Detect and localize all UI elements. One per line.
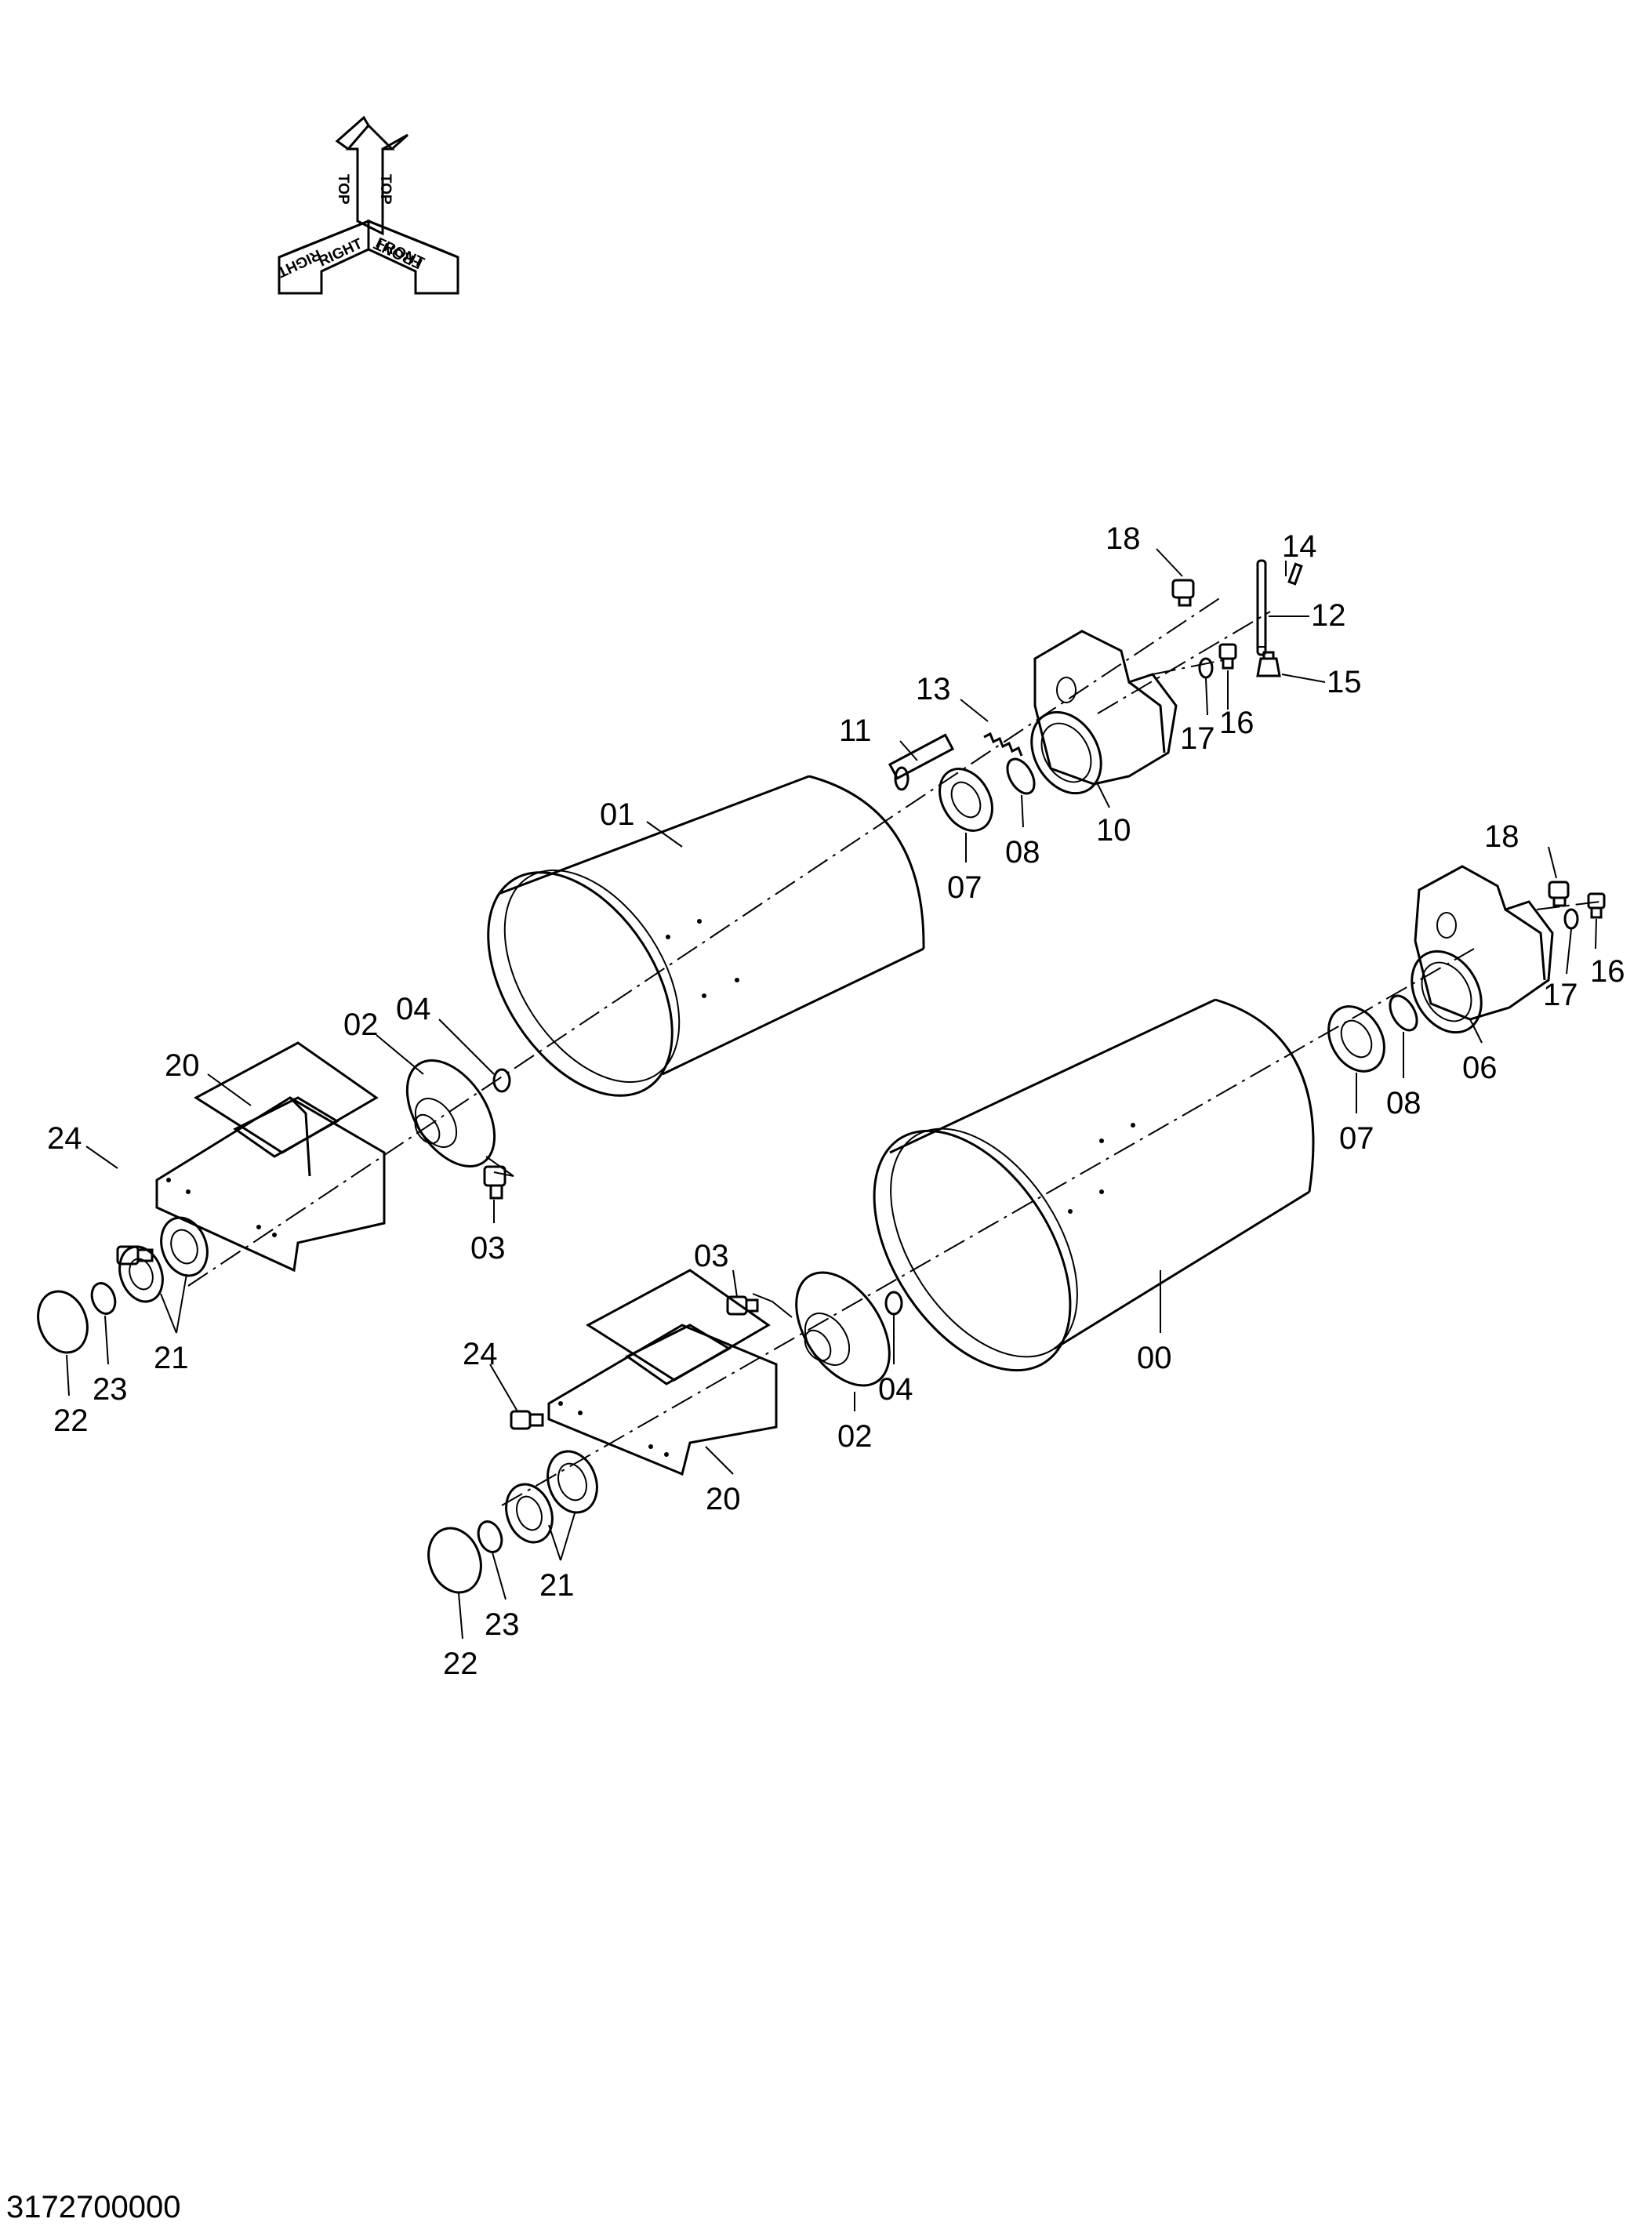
callout-24-lower: 24 <box>463 1337 498 1371</box>
compass-top-label-2: TOP <box>377 174 394 205</box>
bolt-03 <box>483 1156 514 1200</box>
callout-18-lower: 18 <box>1484 819 1519 854</box>
housing-06 <box>1411 865 1554 1034</box>
callout-03-upper: 03 <box>470 1231 506 1266</box>
pin-14 <box>1287 562 1303 586</box>
callout-04-lower: 04 <box>878 1372 913 1407</box>
plug-18-upper <box>1171 579 1195 607</box>
compass-right-label-2: RIGHT <box>274 245 324 280</box>
callout-12: 12 <box>1311 598 1346 633</box>
callout-18-upper: 18 <box>1106 521 1141 556</box>
callout-03-lower: 03 <box>694 1239 729 1273</box>
snap-ring-23 <box>90 1282 117 1315</box>
callout-06: 06 <box>1462 1051 1498 1085</box>
callout-08-upper: 08 <box>1005 835 1040 870</box>
callout-01: 01 <box>600 797 635 832</box>
orientation-compass: TOP TOP RIGHT RIGHT FRONT FRONT <box>274 115 459 295</box>
callout-21-lower: 21 <box>539 1568 575 1603</box>
callout-04-upper: 04 <box>396 992 431 1026</box>
end-cap-02-lower <box>795 1271 891 1387</box>
callout-15: 15 <box>1327 665 1362 699</box>
callout-21-upper: 21 <box>154 1341 189 1375</box>
callout-17-lower: 17 <box>1543 978 1578 1012</box>
callout-08-lower: 08 <box>1386 1086 1421 1120</box>
snap-ring-08-upper <box>1006 757 1036 795</box>
bearing-07-upper <box>939 768 993 832</box>
callout-00: 00 <box>1137 1341 1172 1375</box>
snap-ring-08-lower <box>1389 994 1418 1032</box>
callout-22-upper: 22 <box>53 1404 89 1438</box>
spring-13 <box>983 732 1023 757</box>
callout-07-upper: 07 <box>947 870 982 905</box>
callout-16-lower: 16 <box>1590 954 1625 989</box>
end-cap-02 <box>405 1059 496 1168</box>
housing-10 <box>1030 630 1178 795</box>
washer-17-upper <box>1198 657 1214 679</box>
bracket-20-lower <box>547 1269 778 1476</box>
upper-assembly <box>37 559 1303 1354</box>
bolt-16-upper <box>1218 643 1237 670</box>
compass-right-label: RIGHT <box>316 235 365 270</box>
lower-assembly <box>427 865 1606 1594</box>
pin-12 <box>1256 559 1267 656</box>
callout-11: 11 <box>839 714 872 748</box>
bearings-21-lower <box>505 1450 598 1544</box>
bearing-07-lower <box>1327 1005 1385 1073</box>
callout-07-lower: 07 <box>1339 1121 1374 1156</box>
callout-17-upper: 17 <box>1180 721 1215 756</box>
document-number: 3172700000 <box>6 2190 180 2224</box>
bearings-21 <box>118 1216 209 1303</box>
callout-20-lower: 20 <box>706 1482 741 1516</box>
callout-23-lower: 23 <box>485 1607 520 1642</box>
upper-center-axis <box>187 595 1224 1287</box>
pin-04-lower <box>884 1291 903 1316</box>
plug-18-lower <box>1548 881 1570 907</box>
callout-22-lower: 22 <box>443 1647 478 1681</box>
callout-14: 14 <box>1282 529 1317 564</box>
callout-24-upper: 24 <box>47 1121 82 1156</box>
callout-10: 10 <box>1096 813 1131 848</box>
callout-16-upper: 16 <box>1219 706 1254 740</box>
callout-13: 13 <box>916 672 951 706</box>
circlip-22-lower <box>427 1527 482 1594</box>
drum-01 <box>487 775 925 1097</box>
compass-top-label: TOP <box>335 174 351 205</box>
callout-02-upper: 02 <box>343 1008 379 1042</box>
leader-lines <box>66 548 1597 1640</box>
bolt-16-lower <box>1587 892 1606 919</box>
grease-nipple-15 <box>1256 651 1281 677</box>
drum-00 <box>873 998 1315 1372</box>
bolt-03-lower <box>726 1293 793 1318</box>
callout-20-upper: 20 <box>165 1048 200 1083</box>
shaft-11 <box>888 733 955 791</box>
pin-04 <box>492 1068 511 1093</box>
lower-center-axis <box>501 948 1475 1506</box>
callout-numbers: 01 02 04 03 20 24 21 23 22 07 08 10 11 1… <box>47 521 1625 1681</box>
callout-02-lower: 02 <box>837 1419 873 1454</box>
circlip-22 <box>37 1290 89 1354</box>
callout-23-upper: 23 <box>93 1372 128 1407</box>
bolt-24-lower <box>510 1410 544 1430</box>
washer-17-lower <box>1563 908 1579 930</box>
snap-ring-23-lower <box>477 1520 503 1553</box>
